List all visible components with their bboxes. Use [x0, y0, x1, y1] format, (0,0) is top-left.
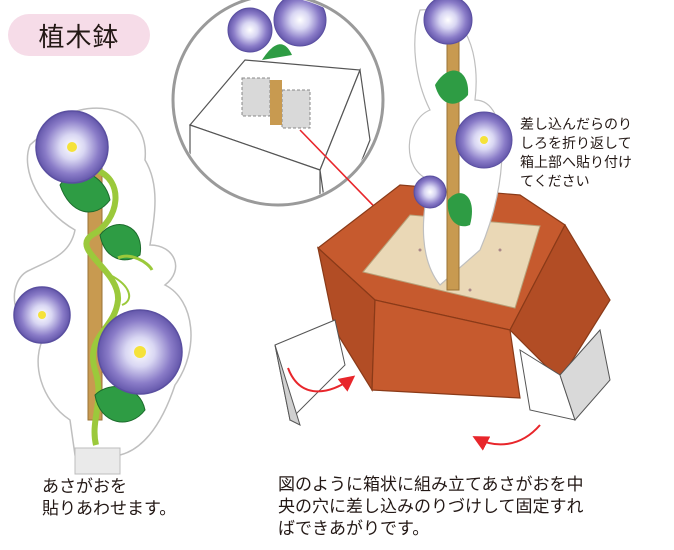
morning-glory-flower-icon: [13, 286, 71, 344]
leaf-icon: [435, 70, 469, 104]
flower-cutout: [13, 107, 192, 475]
morning-glory-flower-icon: [35, 110, 109, 184]
leaf-icon: [447, 193, 472, 227]
leaf-icon: [94, 386, 146, 423]
morning-glory-flower-icon: [97, 309, 183, 395]
title-badge: 植木鉢: [8, 14, 150, 56]
left-caption: あさがおを 貼りあわせます。: [42, 477, 177, 519]
leaf-icon: [99, 224, 141, 261]
curved-arrow-icon: [472, 424, 541, 451]
planted-flower: [408, 0, 513, 291]
curved-arrow-icon: [287, 367, 356, 393]
magnify-circle-icon: [171, 0, 385, 207]
instruction-note: 差し込んだらのり しろを折り返して 箱上部へ貼り付け てください: [520, 117, 632, 190]
bottom-caption: 図のように箱状に組み立てあさがおを中 央の穴に差し込みのりづけして固定すれ ばで…: [278, 475, 584, 539]
page-title: 植木鉢: [38, 22, 120, 53]
